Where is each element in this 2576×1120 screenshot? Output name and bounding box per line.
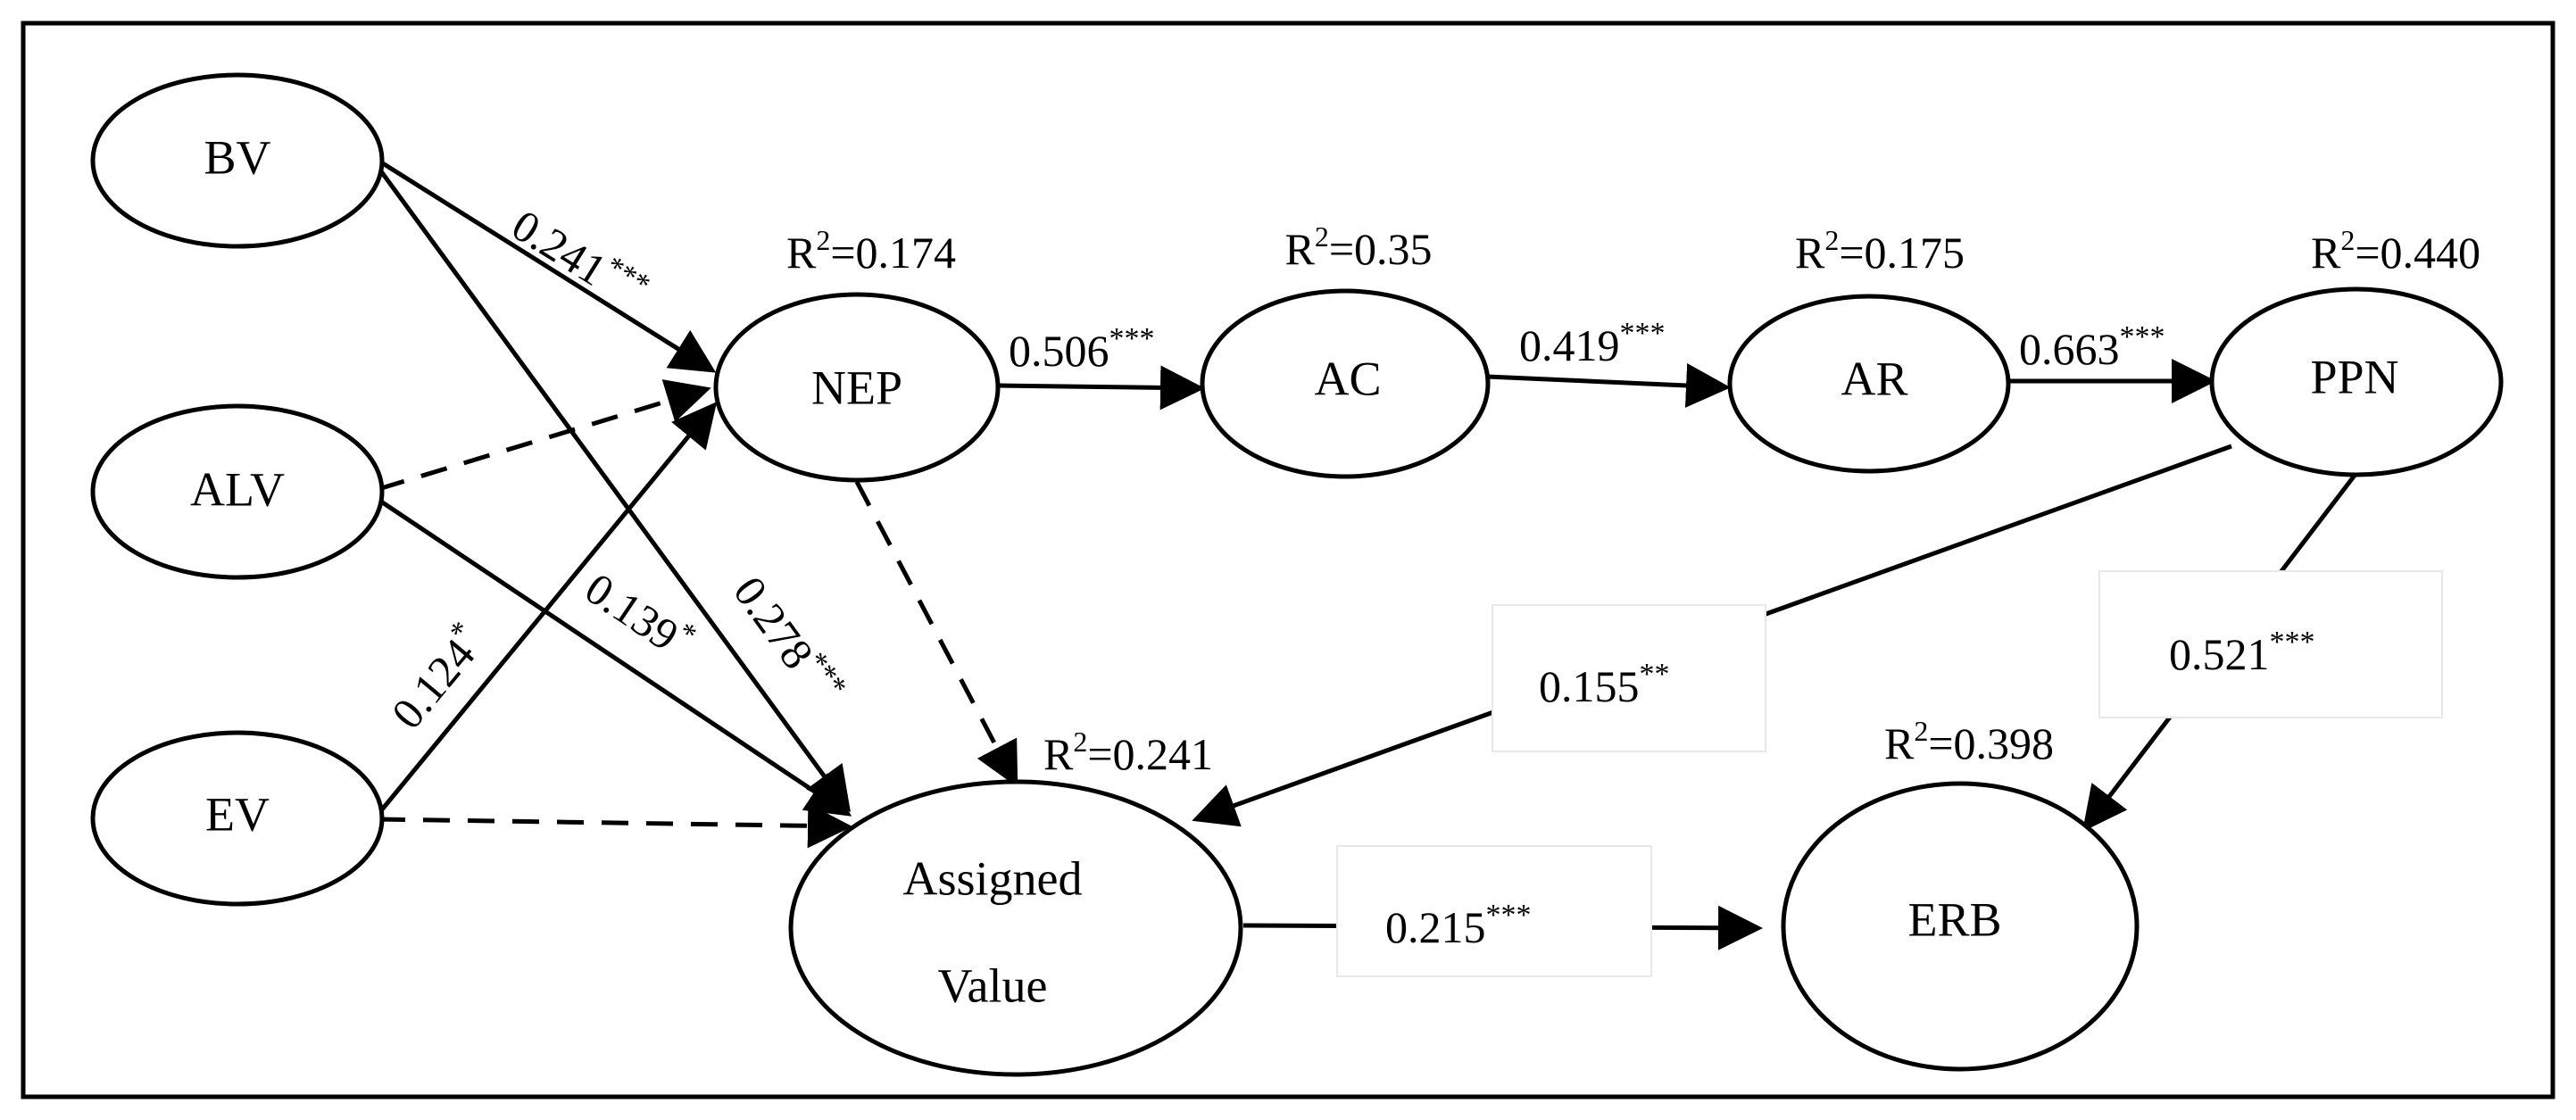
node-ar: [1727, 294, 2011, 474]
node-ar-label: AR: [1841, 352, 1907, 405]
coef-assigned-erb: 0.215***: [1385, 899, 1532, 952]
node-erb-label: ERB: [1907, 892, 2001, 946]
r2-ac: R2=0.35: [1284, 220, 1432, 274]
label-box-155: [1492, 604, 1766, 752]
coef-nep-ac: 0.506***: [1009, 322, 1155, 376]
node-ppn: [2209, 286, 2504, 477]
r2-erb: R2=0.398: [1884, 715, 2054, 768]
r2-nep: R2=0.174: [786, 224, 956, 278]
node-bv-label: BV: [204, 130, 270, 184]
label-box-215: [1336, 845, 1652, 977]
node-ev-label: EV: [205, 787, 270, 841]
arrow-ac-ar: [1486, 363, 1731, 408]
coef-ar-ppn: 0.663***: [2019, 320, 2165, 374]
node-labels: BV ALV EV NEP AC AR PPN Assigned Value E…: [190, 130, 2399, 1012]
coef-ev-nep: 0.124*: [378, 615, 494, 738]
node-nep: [713, 292, 1001, 483]
label-box-521: [2098, 570, 2443, 718]
arrow-alv-assigned: [377, 497, 852, 817]
node-ac: [1200, 288, 1491, 479]
r2-assigned: R2=0.241: [1043, 726, 1213, 779]
node-ppn-label: PPN: [2310, 350, 2398, 403]
arrow-alv-nep: [378, 379, 711, 492]
node-ev: [90, 730, 385, 907]
arrow-bv-nep: [377, 158, 717, 373]
arrow-nep-ac: [997, 365, 1205, 411]
r-squared-labels: R2=0.174 R2=0.35 R2=0.175 R2=0.440 R2=0.…: [786, 220, 2480, 779]
coef-ac-ar: 0.419***: [1519, 317, 1666, 370]
coef-bv-nep: 0.241***: [503, 196, 655, 319]
node-assigned-value: [788, 779, 1243, 1077]
arrow-ev-assigned: [378, 803, 852, 849]
arrow-nep-assigned: [854, 480, 1018, 788]
nodes: [90, 72, 2504, 1077]
diagram-frame: [21, 21, 2555, 1099]
r2-ar: R2=0.175: [1795, 224, 1965, 278]
coef-alv-assigned: 0.139*: [577, 560, 702, 668]
arrow-bv-assigned: [376, 166, 851, 813]
node-assigned-label-line2: Value: [938, 958, 1048, 1012]
node-erb: [1781, 781, 2140, 1072]
r2-ppn: R2=0.440: [2311, 224, 2480, 278]
node-bv: [90, 72, 385, 249]
node-assigned-label-line1: Assigned: [903, 851, 1083, 905]
node-ac-label: AC: [1314, 352, 1381, 405]
coef-ppn-erb: 0.521***: [2169, 626, 2315, 679]
coef-ppn-assigned: 0.155**: [1539, 658, 1670, 711]
coef-bv-assigned: 0.278***: [724, 565, 853, 715]
node-alv-label: ALV: [190, 462, 285, 516]
node-nep-label: NEP: [811, 361, 902, 414]
node-alv: [90, 403, 385, 580]
